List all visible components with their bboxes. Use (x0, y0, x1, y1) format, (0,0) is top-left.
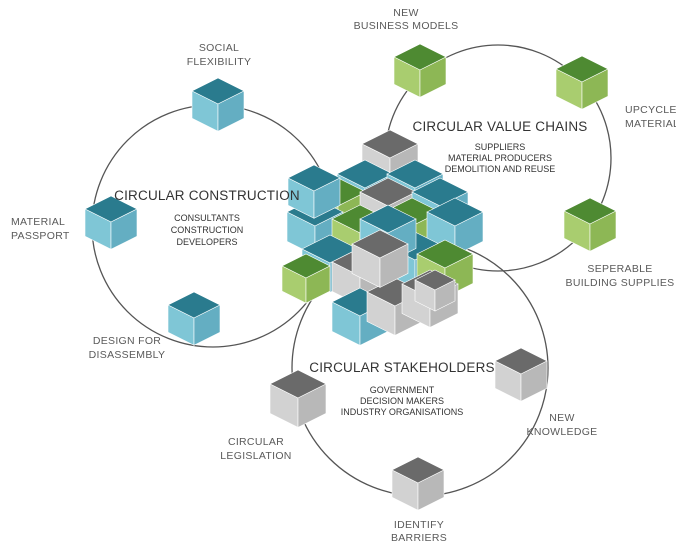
construction-title: CIRCULAR CONSTRUCTION (114, 188, 300, 203)
node-label-line: PASSPORT (11, 230, 70, 242)
value-chains-member: MATERIAL PRODUCERS (448, 153, 552, 163)
value-chains-title: CIRCULAR VALUE CHAINS (413, 119, 588, 134)
node-label-material-passport: MATERIAL PASSPORT (11, 216, 70, 242)
node-label-new-knowledge: NEW KNOWLEDGE (527, 412, 598, 438)
cube-right-face (313, 177, 341, 219)
cube-right-face (434, 279, 456, 312)
node-label-line: BUILDING SUPPLIES (566, 277, 675, 289)
construction-junction-cube (287, 164, 341, 219)
cube-right-face (379, 243, 409, 288)
value-chains-member: SUPPLIERS (475, 142, 526, 152)
node-label-line: UPCYCLED (625, 104, 676, 116)
stakeholders-circle-text: CIRCULAR STAKEHOLDERS GOVERNMENT DECISIO… (309, 360, 495, 417)
cube-right-face (193, 304, 221, 346)
construction-circle-text: CIRCULAR CONSTRUCTION CONSULTANTS CONSTR… (114, 188, 300, 247)
cube-right-face (217, 90, 245, 132)
stakeholders-junction-cube (414, 269, 456, 312)
cube-right-face (520, 360, 548, 402)
circular-legislation-cube (269, 369, 327, 428)
node-label-line: DISASSEMBLY (89, 349, 166, 361)
node-label-line: BUSINESS MODELS (354, 20, 459, 32)
cube-right-face (297, 383, 327, 428)
node-label-line: DESIGN FOR (93, 335, 161, 347)
upcycled-materials-cube (555, 55, 609, 110)
value-chains-member: DEMOLITION AND REUSE (445, 164, 556, 174)
design-for-disassembly-cube (167, 291, 221, 346)
stakeholders-member: GOVERNMENT (370, 385, 435, 395)
cluster-cube (359, 204, 417, 263)
identify-barriers-cube (391, 456, 445, 511)
stakeholders-title: CIRCULAR STAKEHOLDERS (309, 360, 495, 375)
node-label-line: IDENTIFY (394, 519, 444, 531)
cube-right-face (417, 469, 445, 511)
node-label-line: MATERIAL (11, 216, 65, 228)
construction-green-cube (281, 253, 331, 304)
node-label-line: NEW (393, 7, 418, 19)
node-label-line: NEW (549, 412, 574, 424)
cube-layer (84, 43, 617, 511)
node-label-identify-barriers: IDENTIFY BARRIERS (391, 519, 447, 544)
node-label-social-flexibility: SOCIAL FLEXIBILITY (187, 42, 252, 68)
node-label-circular-legislation: CIRCULAR LEGISLATION (220, 436, 291, 462)
node-label-line: LEGISLATION (220, 450, 291, 462)
social-flexibility-cube (191, 77, 245, 132)
node-label-line: SEPERABLE (587, 263, 652, 275)
construction-member: DEVELOPERS (176, 237, 237, 247)
new-knowledge-cube (494, 347, 548, 402)
construction-member: CONSTRUCTION (171, 225, 244, 235)
node-label-upcycled-materials: UPCYCLED MATERIALS (625, 104, 676, 130)
node-label-line: MATERIALS (625, 118, 676, 130)
cluster-cube (351, 229, 409, 288)
stakeholders-member: DECISION MAKERS (360, 396, 444, 406)
material-passport-cube (84, 195, 138, 250)
stakeholders-member: INDUSTRY ORGANISATIONS (341, 407, 464, 417)
seperable-building-supplies-cube (563, 197, 617, 252)
cube-right-face (110, 208, 138, 250)
node-label-design-for-disassembly: DESIGN FOR DISASSEMBLY (89, 335, 166, 361)
construction-member: CONSULTANTS (174, 213, 240, 223)
node-label-new-business-models: NEW BUSINESS MODELS (354, 7, 459, 32)
node-label-line: CIRCULAR (228, 436, 284, 448)
node-label-line: BARRIERS (391, 532, 447, 544)
node-label-seperable-building-supplies: SEPERABLE BUILDING SUPPLIES (566, 263, 675, 289)
node-label-line: KNOWLEDGE (527, 426, 598, 438)
node-label-line: SOCIAL (199, 42, 239, 54)
new-business-models-cube (393, 43, 447, 98)
cube-right-face (305, 265, 331, 304)
cube-right-face (589, 210, 617, 252)
value-chains-circle-text: CIRCULAR VALUE CHAINS SUPPLIERS MATERIAL… (413, 119, 588, 174)
node-label-line: FLEXIBILITY (187, 56, 252, 68)
cube-right-face (581, 68, 609, 110)
cube-right-face (419, 56, 447, 98)
